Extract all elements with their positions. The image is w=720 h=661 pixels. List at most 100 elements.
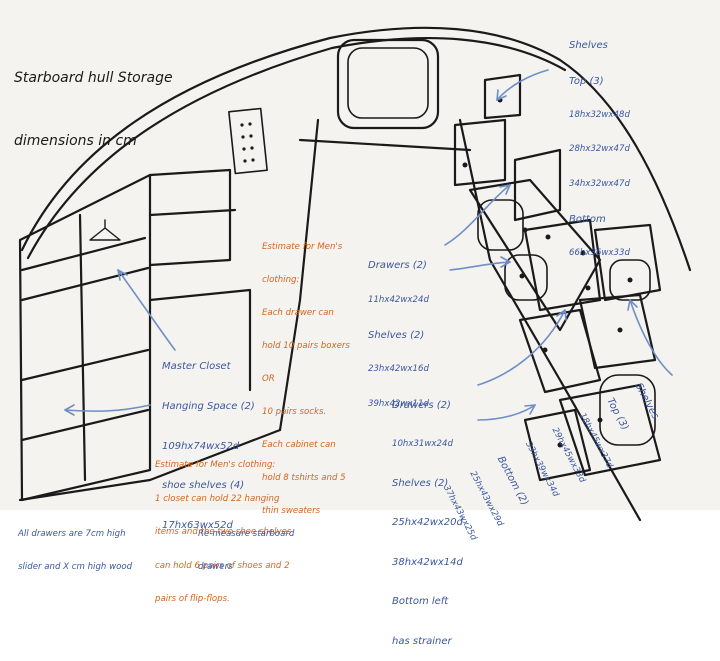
note-text: clothing:: [262, 275, 300, 285]
dimension-text: 28hx32wx47d: [569, 144, 630, 155]
knob: [545, 234, 551, 240]
hanger: [89, 219, 121, 241]
title-line: Starboard hull Storage: [14, 70, 173, 86]
note-text: thin sweaters: [262, 506, 321, 516]
note-text: Re-measure starboard: [198, 529, 295, 540]
hull-ceiling-line: [20, 26, 692, 272]
arrow-shelves-bottom-head: [627, 299, 638, 311]
arrow-shelves-top: [496, 69, 549, 101]
hull-ceiling-line-2: [26, 36, 567, 260]
dimension-text: 33hx39wx34d: [522, 440, 561, 499]
vent-dot: [240, 123, 244, 127]
step-shelf-3: [148, 288, 252, 392]
vent-dot: [251, 158, 255, 162]
knob: [597, 417, 603, 423]
closet-shelf-2: [20, 348, 150, 382]
note-subheading: Top (3): [569, 75, 604, 87]
note-heading: Shelves (2): [368, 329, 425, 341]
arrow-drawers-lower-2: [477, 404, 536, 421]
cabinet-low-2: [578, 293, 657, 370]
arrow-closet-1-head: [117, 269, 128, 281]
note-text: 10 pairs socks.: [262, 407, 327, 417]
note-text: hold 10 pairs boxers: [262, 341, 350, 351]
knob: [580, 250, 586, 256]
vent-dot: [248, 122, 252, 126]
cabinet-mid-2: [593, 223, 662, 302]
drawer-outline-2: [504, 254, 548, 301]
dimension-text: 18hx45wx37d: [576, 411, 615, 471]
note-text: Estimate for Men's clothing:: [155, 460, 276, 471]
page-title: Starboard hull Storage dimensions in cm: [14, 26, 173, 173]
corridor-left-wall: [278, 118, 320, 432]
note-text: Each cabinet can: [262, 440, 336, 450]
knob: [462, 162, 468, 168]
arrow-drawers-upper-2: [449, 261, 511, 271]
dimension-text: 109hx74wx52d: [162, 440, 240, 452]
vent-dot: [250, 146, 254, 150]
note-text: shoe shelves (4): [162, 480, 245, 492]
hatch-frame: [336, 38, 440, 130]
note-heading: Master Closet: [162, 361, 231, 373]
shelves-top-note: Shelves Top (3) 18hx32wx48d 28hx32wx47d …: [569, 16, 630, 271]
knob: [519, 273, 525, 279]
cabinet-bottom-2: [523, 408, 592, 482]
dimension-text: 38hx42wx14d: [392, 556, 463, 568]
note-text: All drawers are 7cm high: [18, 529, 126, 540]
drawer-outline-4: [599, 374, 656, 446]
cabinet-top-1: [483, 73, 522, 120]
note-subheading: Bottom: [569, 213, 606, 225]
dimension-text: 18hx32wx48d: [569, 110, 630, 121]
vent-dot: [242, 147, 246, 151]
knob: [627, 277, 633, 283]
note-text: drawers: [198, 561, 233, 572]
arrow-drawers-lower-1-head: [556, 309, 567, 321]
note-heading: Shelves (2): [392, 477, 449, 489]
title-line: dimensions in cm: [14, 133, 137, 149]
dimension-text: 25hx42wx20d: [392, 517, 463, 529]
hull-sketch: [18, 26, 692, 522]
dimension-text: 11hx42wx24d: [368, 294, 429, 305]
dimension-text: 39hx42wx11d: [368, 398, 429, 409]
drawer-outline-1: [477, 199, 524, 251]
closet-rail: [20, 236, 147, 272]
closet-shelf-1: [20, 266, 150, 302]
estimate-drawers-note: Estimate for Men's clothing: Each drawer…: [262, 220, 350, 528]
note-text: Each drawer can: [262, 308, 334, 318]
footer-note-right: Re-measure starboard drawers: [198, 508, 294, 583]
note-text: has strainer: [392, 635, 452, 647]
closet-divider: [78, 213, 87, 482]
hatch-window: [347, 47, 429, 119]
note-text: Estimate for Men's: [262, 242, 343, 252]
knob: [557, 442, 563, 448]
cabinet-mid-1: [523, 218, 602, 312]
arrow-drawers-lower-1: [477, 309, 566, 386]
arrow-drawers-lower-2-head: [524, 404, 536, 415]
note-text: pairs of flip-flops.: [155, 594, 230, 605]
note-text: Hanging Space (2): [162, 400, 255, 412]
arrow-drawers-upper-2-head: [500, 256, 511, 268]
arrow-closet-2: [64, 404, 151, 412]
arrow-drawers-upper-1: [444, 184, 511, 246]
cabinet-top-2: [453, 118, 507, 187]
vent-panel: [228, 107, 268, 175]
vent-dot: [243, 159, 247, 163]
dimension-text: 23hx42wx16d: [368, 364, 429, 375]
dimension-text: 17hx63wx52d: [162, 519, 233, 531]
note-heading: Shelves: [632, 381, 661, 422]
knob: [585, 285, 591, 291]
note-subheading: Bottom (2): [495, 454, 531, 508]
arrow-closet-2-head: [64, 404, 75, 416]
note-subheading: Top (3): [604, 396, 631, 433]
knob: [522, 227, 528, 233]
arrow-drawers-upper-1-head: [499, 184, 511, 195]
closet-outline: [18, 173, 152, 502]
master-closet-note: Master Closet Hanging Space (2) 109hx74w…: [162, 334, 255, 545]
step-shelf-1: [148, 168, 232, 267]
knob: [617, 327, 623, 333]
knob: [542, 347, 548, 353]
cabinet-wall-2: [513, 148, 562, 222]
note-text: slider and X cm high wood: [18, 561, 133, 572]
note-heading: Drawers (2): [368, 259, 427, 271]
note-heading: Drawers (2): [392, 400, 451, 412]
vent-dot: [249, 134, 253, 138]
